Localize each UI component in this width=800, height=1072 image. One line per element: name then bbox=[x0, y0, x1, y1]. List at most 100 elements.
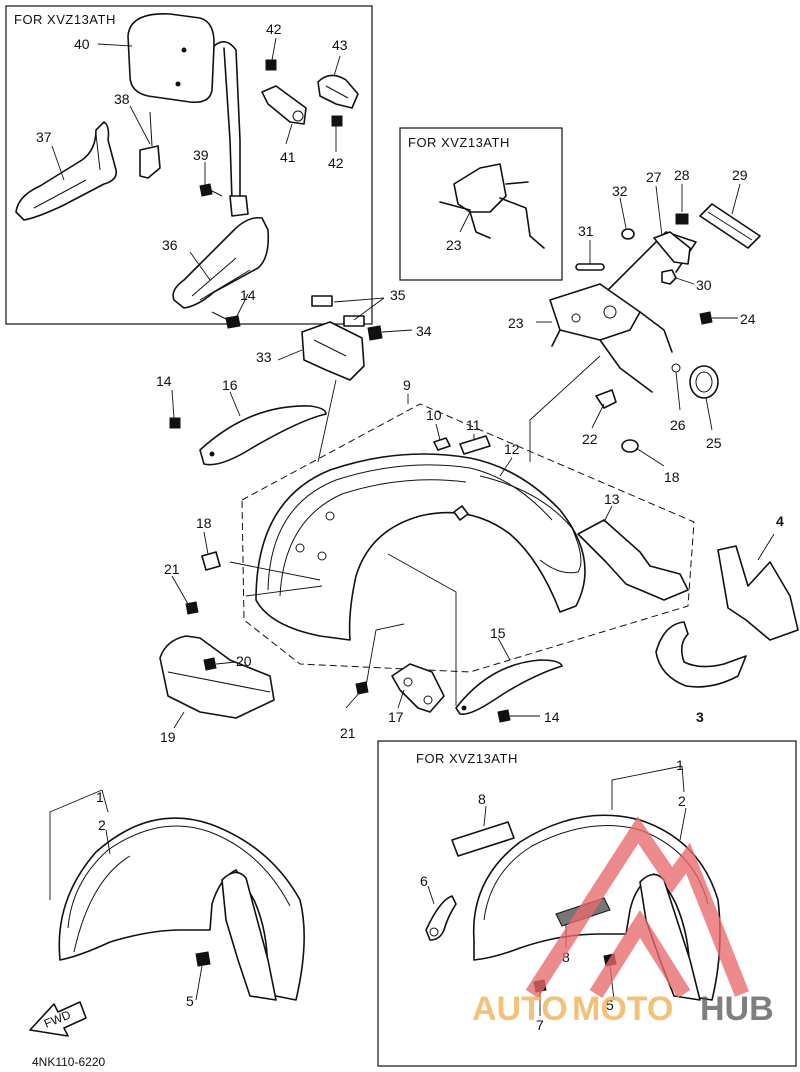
front-fender-1 bbox=[58, 817, 305, 1001]
backrest-pad-40 bbox=[127, 13, 215, 104]
strip-11 bbox=[459, 435, 491, 455]
bolt-14-left bbox=[169, 417, 181, 429]
carrier-bracket-23 bbox=[549, 283, 673, 393]
label-14-bottom: 14 bbox=[544, 709, 560, 725]
bolt-21-left bbox=[185, 601, 199, 615]
label-13: 13 bbox=[604, 491, 620, 507]
fwd-arrow: FWD bbox=[29, 1001, 87, 1037]
bracket-17 bbox=[391, 663, 445, 713]
label-5-right: 5 bbox=[606, 997, 614, 1013]
label-23-box: 23 bbox=[446, 237, 462, 253]
grommet-18-right bbox=[621, 439, 639, 453]
box-bottom-right-title: FOR XVZ13ATH bbox=[416, 751, 518, 766]
bolt-34 bbox=[367, 325, 383, 341]
carrier-bracket-23-box bbox=[439, 163, 545, 249]
bolt-14-bottom bbox=[497, 709, 511, 723]
wire-12 bbox=[479, 475, 582, 574]
bolt-39 bbox=[199, 183, 223, 197]
nut-30 bbox=[661, 269, 677, 285]
box-top-left: FOR XVZ13ATH bbox=[5, 5, 373, 325]
label-11: 11 bbox=[466, 417, 481, 433]
label-22: 22 bbox=[582, 431, 598, 447]
label-19: 19 bbox=[160, 729, 176, 745]
label-18-right: 18 bbox=[664, 469, 680, 485]
grommet-10 bbox=[433, 437, 451, 451]
washer-26 bbox=[671, 363, 681, 373]
label-5-left: 5 bbox=[186, 993, 194, 1009]
label-2-right: 2 bbox=[678, 793, 686, 809]
fender-rail-16 bbox=[199, 405, 327, 466]
watermark-auto: AUTO bbox=[472, 990, 568, 1028]
box-bottom-right: FOR XVZ13ATH bbox=[377, 740, 797, 1067]
watermark-hub: HUB bbox=[700, 990, 774, 1028]
bushing-38 bbox=[139, 111, 161, 179]
leader-lines bbox=[49, 37, 775, 1016]
rear-fender-assembly-9 bbox=[241, 403, 695, 673]
flap-13 bbox=[577, 519, 689, 601]
label-14-top: 14 bbox=[240, 287, 256, 303]
latch-41 bbox=[261, 85, 307, 125]
bolts-42 bbox=[265, 59, 343, 127]
bracket-37 bbox=[15, 121, 118, 221]
plate-29 bbox=[699, 203, 761, 249]
label-15: 15 bbox=[490, 625, 506, 641]
label-35: 35 bbox=[390, 287, 406, 303]
label-4: 4 bbox=[776, 513, 784, 529]
label-21-left: 21 bbox=[164, 561, 180, 577]
label-27: 27 bbox=[646, 169, 662, 185]
label-25: 25 bbox=[706, 435, 722, 451]
label-3: 3 bbox=[696, 709, 704, 725]
bracket-33 bbox=[301, 321, 365, 381]
label-7: 7 bbox=[536, 1017, 544, 1033]
grommet-32 bbox=[621, 228, 635, 240]
watermark-logo: AUTO MOTO HUB bbox=[472, 816, 774, 1028]
bracket-2-left bbox=[221, 871, 277, 1001]
watermark-moto: MOTO bbox=[572, 990, 673, 1028]
flap-4 bbox=[717, 545, 799, 641]
label-16: 16 bbox=[222, 377, 238, 393]
label-40: 40 bbox=[74, 36, 90, 52]
label-30: 30 bbox=[696, 277, 712, 293]
label-43: 43 bbox=[332, 37, 348, 53]
label-38: 38 bbox=[114, 91, 130, 107]
label-6: 6 bbox=[420, 873, 428, 889]
box-top-left-title: FOR XVZ13ATH bbox=[14, 12, 116, 27]
label-23: 23 bbox=[508, 315, 524, 331]
box-top-middle: FOR XVZ13ATH bbox=[399, 127, 563, 281]
rubber-35 bbox=[311, 295, 365, 327]
label-10: 10 bbox=[426, 407, 442, 423]
label-18-left: 18 bbox=[196, 515, 212, 531]
label-14-left: 14 bbox=[156, 373, 172, 389]
watermark-triangle bbox=[525, 816, 749, 999]
decal-8-top bbox=[451, 821, 515, 857]
reflector-25 bbox=[689, 365, 719, 399]
label-31: 31 bbox=[578, 223, 594, 239]
label-12: 12 bbox=[504, 441, 520, 457]
bolt-21-bottom bbox=[355, 681, 369, 695]
clip-22 bbox=[595, 389, 617, 409]
label-21-bottom: 21 bbox=[340, 725, 356, 741]
clip-20 bbox=[203, 657, 217, 671]
label-29: 29 bbox=[732, 167, 748, 183]
license-bracket-27 bbox=[605, 231, 697, 293]
clamp-43 bbox=[317, 74, 359, 109]
label-32: 32 bbox=[612, 183, 628, 199]
label-39: 39 bbox=[193, 147, 209, 163]
bolt-28 bbox=[675, 213, 689, 225]
label-37: 37 bbox=[36, 129, 52, 145]
label-1-right: 1 bbox=[676, 757, 684, 773]
label-24: 24 bbox=[740, 311, 756, 327]
bolt-14-top bbox=[211, 311, 241, 329]
label-34: 34 bbox=[416, 323, 432, 339]
taillight-bracket-19 bbox=[159, 635, 275, 719]
flap-3 bbox=[655, 621, 747, 688]
label-8-top: 8 bbox=[478, 791, 486, 807]
label-26: 26 bbox=[670, 417, 686, 433]
label-33: 33 bbox=[256, 349, 272, 365]
box-top-middle-title: FOR XVZ13ATH bbox=[408, 135, 510, 150]
backrest-frame-36 bbox=[172, 41, 270, 309]
label-8-bottom: 8 bbox=[562, 949, 570, 965]
label-17: 17 bbox=[388, 709, 404, 725]
pin-31 bbox=[575, 263, 605, 271]
